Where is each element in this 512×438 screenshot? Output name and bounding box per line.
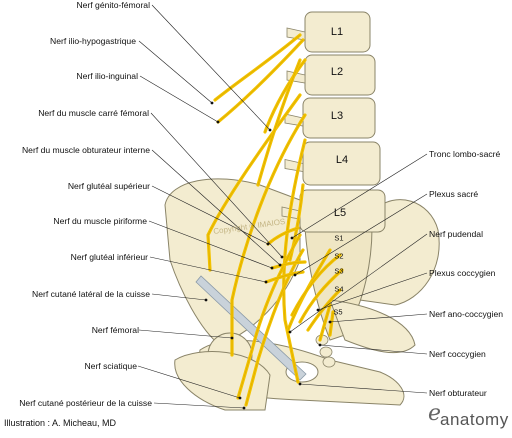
vertebra-label-l4: L4 <box>335 154 349 166</box>
sacral-root-s2-edge <box>291 254 341 316</box>
superior-gluteal-nerve-edge <box>267 227 299 245</box>
leader-piriformis <box>148 220 273 269</box>
leader-ilio-inguinal <box>139 75 219 123</box>
logo-text: anatomy <box>440 410 509 429</box>
leader-inferior-gluteal-dot <box>264 280 268 284</box>
leader-posterior-femoral-cutaneous <box>153 402 245 409</box>
label-coccygeal-nerve: Nerf coccygien <box>429 349 486 359</box>
leader-anococcygeal-dot <box>328 320 332 324</box>
vertebra-label-l5: L5 <box>333 207 347 219</box>
sacral-label-s2: S2 <box>334 251 344 261</box>
leader-posterior-femoral-cutaneous-dot <box>242 406 246 410</box>
leader-ilio-hypogastric <box>138 40 213 104</box>
inguinal-ligament <box>195 275 307 381</box>
femoral-nerve-edge <box>231 114 306 356</box>
sciatic-nerve-edge <box>237 234 301 399</box>
label-piriformis-nerve: Nerf du muscle piriforme <box>53 216 147 226</box>
label-obturator-nerve: Nerf obturateur <box>429 388 487 398</box>
leader-lumbosacral-trunk-dot <box>290 236 294 240</box>
sacral-root-s3-edge <box>299 269 343 323</box>
leader-obturator-dot <box>298 382 302 386</box>
label-ilio-hypogastric: Nerf ilio-hypogastrique <box>50 36 136 46</box>
sacral-root-s4-edge <box>307 289 341 331</box>
transverse-process-1 <box>286 27 306 41</box>
leader-piriformis-dot <box>270 266 274 270</box>
coccygeal-nerve-edge <box>319 304 331 341</box>
label-quadratus-femoris-nerve: Nerf du muscle carré fémoral <box>38 108 149 118</box>
nerve-plexus <box>206 33 344 407</box>
leader-ilio-hypogastric-dot <box>210 101 214 105</box>
leader-pudendal-dot <box>288 330 292 334</box>
lumbosacral-trunk-edge <box>289 184 304 261</box>
anococcygeal-nerve-edge <box>329 311 334 336</box>
genito-femoral-nerve-edge <box>214 34 301 101</box>
label-ilio-inguinal: Nerf ilio-inguinal <box>76 71 138 81</box>
label-anococcygeal-nerve: Nerf ano-coccygien <box>429 309 504 319</box>
leader-lumbosacral-trunk <box>291 153 428 239</box>
leader-sciatic-dot <box>238 396 242 400</box>
leader-quadratus-femoris <box>150 112 283 258</box>
label-sciatic-nerve: Nerf sciatique <box>84 361 137 371</box>
label-posterior-femoral-cutaneous: Nerf cutané postérieur de la cuisse <box>19 398 152 408</box>
leader-lines <box>137 4 428 410</box>
label-pudendal-nerve: Nerf pudendal <box>429 229 483 239</box>
leader-obturator-internus-dot <box>278 263 282 267</box>
leader-genito-femoral-dot <box>268 128 272 132</box>
label-genito-femoral: Nerf génito-fémoral <box>76 0 150 10</box>
ilio-hypogastric-nerve-edge <box>217 39 304 123</box>
leader-sciatic <box>137 365 241 399</box>
leader-coccygeal-plexus-dot <box>316 308 320 312</box>
leader-femoral <box>138 329 233 339</box>
label-lateral-femoral-cutaneous: Nerf cutané latéral de la cuisse <box>32 289 150 299</box>
coccyx-segment-3 <box>322 356 336 368</box>
leader-superior-gluteal-dot <box>266 242 270 246</box>
coccyx-segment-2 <box>319 346 333 358</box>
logo-mark: e <box>428 401 442 426</box>
vertebra-label-l3: L3 <box>330 110 344 122</box>
leader-sacral-plexus <box>294 193 428 276</box>
vertebra-label-l1: L1 <box>330 26 344 38</box>
label-obturator-internus-nerve: Nerf du muscle obturateur interne <box>21 145 150 155</box>
sacral-label-s5: S5 <box>333 307 343 317</box>
leader-femoral-dot <box>230 336 234 340</box>
leader-anococcygeal <box>329 313 428 323</box>
label-superior-gluteal: Nerf glutéal supérieur <box>67 181 150 191</box>
sacral-label-s1: S1 <box>334 233 344 243</box>
leader-coccygeal-dot <box>318 343 322 347</box>
leader-genito-femoral <box>151 4 271 131</box>
illustration-credit: Illustration : A. Micheau, MD <box>4 418 117 428</box>
label-sacral-plexus: Plexus sacré <box>429 189 479 199</box>
lumbar-spine <box>281 11 386 368</box>
label-inferior-gluteal: Nerf glutéal inférieur <box>70 252 148 262</box>
obturator-nerve-edge <box>283 139 306 383</box>
leader-superior-gluteal <box>151 185 269 245</box>
leader-lateral-femoral-cutaneous-dot <box>204 298 208 302</box>
leader-coccygeal <box>319 344 428 355</box>
label-femoral-nerve: Nerf fémoral <box>91 325 139 335</box>
label-coccygeal-plexus: Plexus coccygien <box>429 268 496 278</box>
leader-pudendal <box>289 233 428 333</box>
sacral-label-s4: S4 <box>334 284 344 294</box>
leader-ilio-inguinal-dot <box>216 120 220 124</box>
label-lumbosacral-trunk: Tronc lombo-sacré <box>429 149 501 159</box>
sacral-label-s3: S3 <box>334 266 344 276</box>
leader-lateral-femoral-cutaneous <box>151 293 207 301</box>
ilio-inguinal-nerve-edge <box>264 59 306 133</box>
piriformis-nerve-edge <box>271 261 306 269</box>
ischium <box>329 299 416 354</box>
leader-obturator <box>299 383 428 394</box>
genito-femoral-lower-edge <box>257 59 301 186</box>
leader-sacral-plexus-dot <box>293 273 297 277</box>
leader-inferior-gluteal <box>149 256 267 283</box>
leader-coccygeal-plexus <box>317 272 428 311</box>
lateral-femoral-cutaneous-nerve-edge <box>207 94 301 271</box>
leader-quadratus-femoris-dot <box>280 255 284 259</box>
leader-obturator-internus <box>151 149 281 266</box>
vertebra-label-l2: L2 <box>330 66 344 78</box>
